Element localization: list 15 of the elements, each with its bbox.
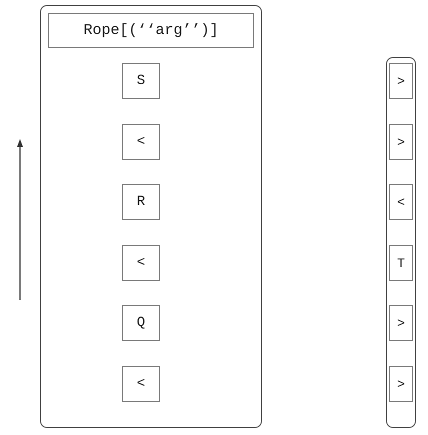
text-box: R [122, 184, 160, 220]
text-box: T [389, 245, 413, 281]
text-box: > [389, 124, 413, 160]
text-box: < [389, 184, 413, 220]
text-box: < [122, 366, 160, 402]
text-box: Q [122, 305, 160, 341]
text-box: < [122, 124, 160, 160]
text-box: < [122, 245, 160, 281]
text-box: > [389, 63, 413, 99]
text-box: > [389, 366, 413, 402]
text-box: > [389, 305, 413, 341]
text-box: S [122, 63, 160, 99]
panel [40, 5, 262, 428]
panel [386, 57, 416, 428]
text-box: Rope[(‘‘arg’’)] [48, 13, 254, 48]
